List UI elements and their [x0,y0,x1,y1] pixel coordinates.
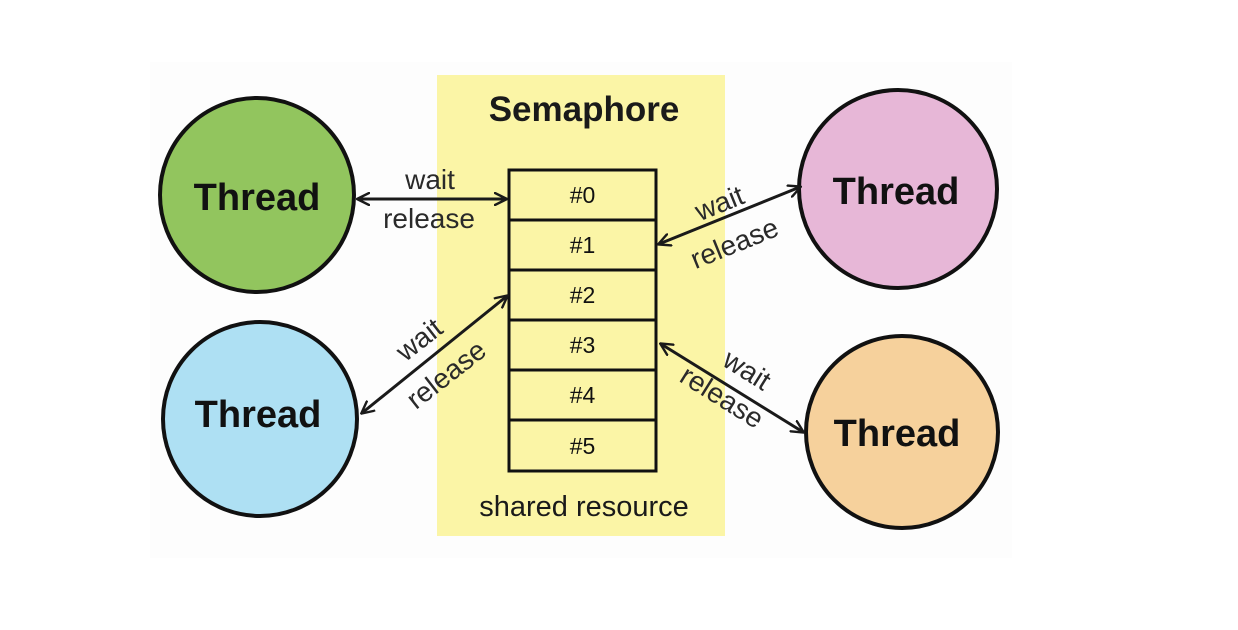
resource-slot-label: #1 [570,232,596,258]
thread-circle [158,96,356,294]
double-arrow [362,296,507,413]
thread-circle [804,334,1000,530]
resource-slot-label: #4 [570,382,596,408]
resource-slot-label: #3 [570,332,596,358]
resource-slot-label: #0 [570,182,596,208]
resource-slots: #0 #1 #2 #3 #4 #5 [507,168,658,473]
thread-node-top-right: Thread [797,88,999,290]
resource-slot-label: #5 [570,433,596,459]
resource-slot-label: #2 [570,282,596,308]
arrow-label-release: release [383,203,475,234]
thread-label: Thread [833,171,960,213]
thread-node-top-left: Thread [158,96,356,294]
thread-label: Thread [195,394,322,436]
double-arrow [659,187,800,244]
thread-label: Thread [194,177,321,219]
double-arrow [661,344,803,432]
thread-circle [161,320,359,518]
thread-node-bottom-right: Thread [804,334,1000,530]
arrow-label-wait: wait [404,164,455,195]
thread-label: Thread [834,413,961,455]
resource-slot [507,418,658,473]
semaphore-title: Semaphore [489,90,680,129]
shared-resource-label: shared resource [479,491,689,523]
thread-node-bottom-left: Thread [161,320,359,518]
